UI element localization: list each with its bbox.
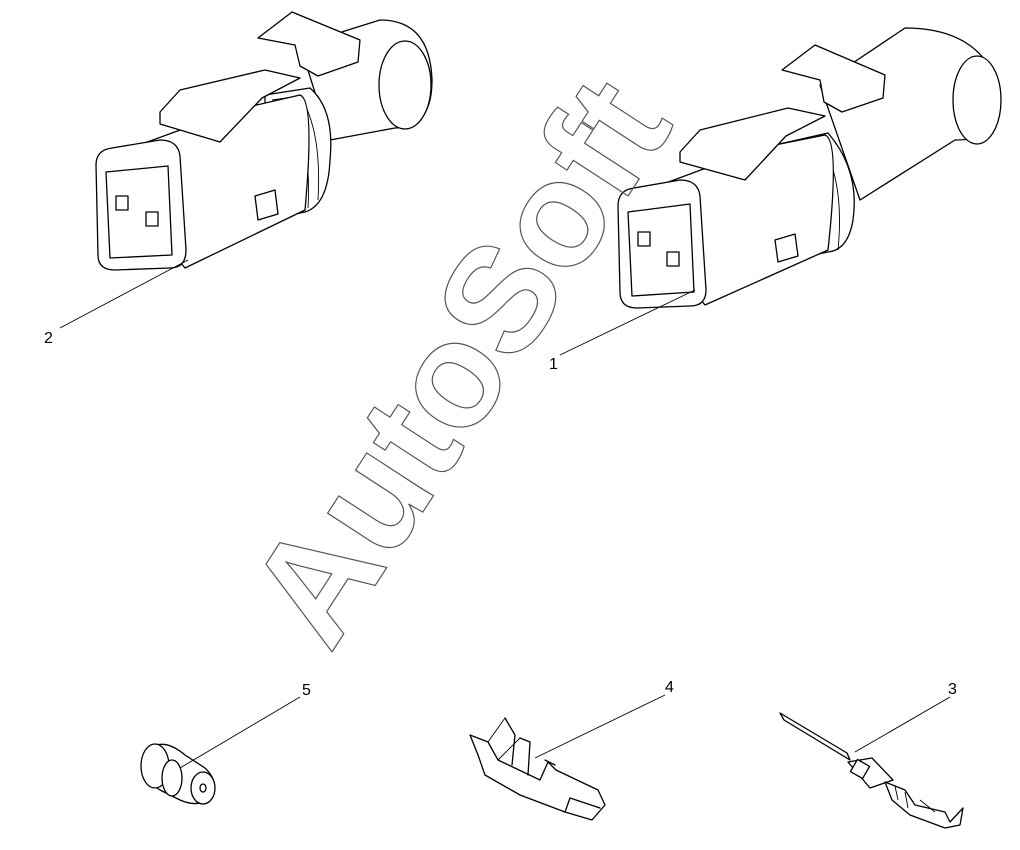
seal-plug-part-5[interactable] [140, 743, 216, 805]
callout-label-5: 5 [302, 682, 311, 699]
callout-leader-4 [534, 694, 666, 759]
callout-label-3: 3 [948, 681, 957, 698]
callout-label-2: 2 [44, 330, 53, 347]
callout-leader-5 [179, 696, 301, 769]
connector-housing-part-1[interactable] [617, 27, 1002, 309]
callout-label-4: 4 [665, 679, 674, 696]
callout-leader-2 [59, 259, 189, 329]
callout-leader-1 [559, 289, 696, 356]
callout-leader-3 [854, 696, 951, 753]
connector-housing-part-2[interactable] [95, 11, 433, 271]
male-terminal-part-3[interactable] [779, 712, 964, 829]
callout-label-1: 1 [549, 356, 558, 373]
female-terminal-part-4[interactable] [469, 717, 606, 821]
